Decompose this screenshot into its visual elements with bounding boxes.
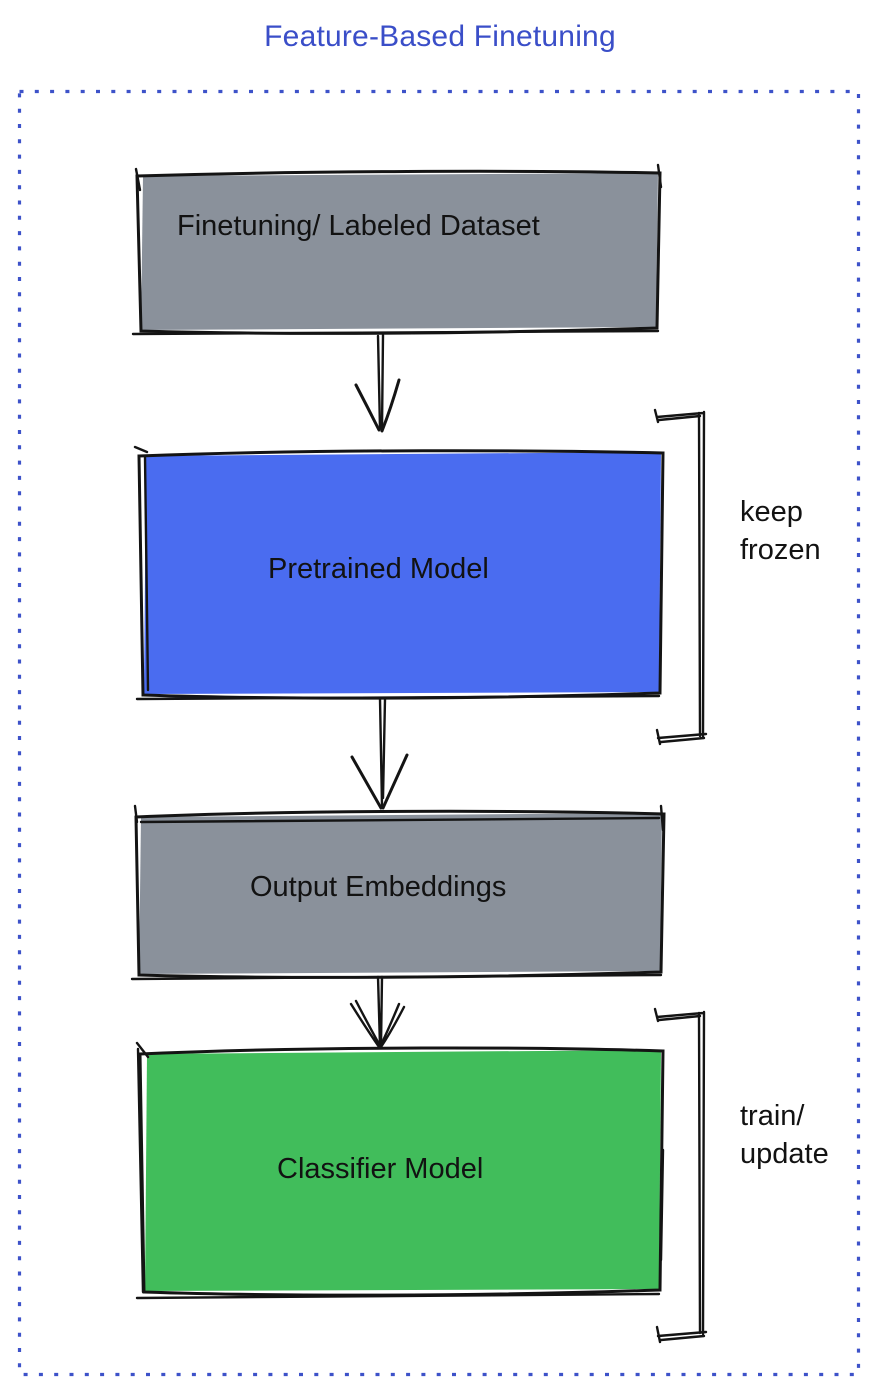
box-output-embeddings-sketch-strokes bbox=[130, 804, 665, 981]
bracket-train-update bbox=[653, 1007, 708, 1344]
box-pretrained-model-fill bbox=[144, 452, 661, 694]
box-output-embeddings bbox=[130, 804, 666, 981]
arrow-embeddings-to-classifier bbox=[349, 975, 406, 1049]
arrow-1-head bbox=[354, 378, 401, 433]
arrow-2-head bbox=[350, 753, 409, 810]
label-classifier-model: Classifier Model bbox=[277, 1153, 484, 1185]
arrow-3-head bbox=[349, 999, 406, 1049]
box-pretrained-model-sketch-strokes bbox=[133, 445, 661, 701]
dashed-frame bbox=[17, 89, 861, 1377]
arrow-pretrained-to-embeddings bbox=[350, 697, 409, 810]
label-pretrained-model: Pretrained Model bbox=[268, 553, 489, 585]
box-classifier-model-fill bbox=[145, 1050, 661, 1291]
box-pretrained-model bbox=[133, 445, 665, 701]
box-classifier-model-sketch-strokes bbox=[135, 1041, 665, 1300]
annotation-keep-frozen-line-2: frozen bbox=[740, 533, 821, 566]
bracket-keep-frozen-strokes bbox=[653, 408, 708, 746]
annotation-train-update-line-2: update bbox=[740, 1137, 829, 1170]
box-output-embeddings-fill bbox=[139, 813, 662, 974]
annotation-keep-frozen: keep frozen bbox=[740, 494, 821, 569]
arrow-dataset-to-pretrained bbox=[354, 333, 401, 433]
arrow-1-shaft bbox=[376, 333, 385, 431]
annotation-keep-frozen-line-1: keep bbox=[740, 496, 803, 528]
bracket-train-update-strokes bbox=[653, 1007, 708, 1344]
annotation-train-update-line-1: train/ bbox=[740, 1100, 805, 1132]
box-finetuning-dataset-fill bbox=[141, 173, 658, 330]
box-finetuning-dataset-sketch-strokes bbox=[131, 163, 663, 336]
box-classifier-model-outline bbox=[138, 1046, 665, 1297]
box-finetuning-dataset bbox=[131, 163, 663, 336]
arrow-3-shaft bbox=[376, 975, 384, 1048]
bracket-keep-frozen bbox=[653, 408, 708, 746]
label-output-embeddings: Output Embeddings bbox=[250, 871, 507, 903]
annotation-train-update: train/ update bbox=[740, 1098, 829, 1173]
box-classifier-model bbox=[135, 1041, 665, 1300]
label-finetuning-dataset: Finetuning/ Labeled Dataset bbox=[177, 210, 540, 242]
diagram-title: Feature-Based Finetuning bbox=[264, 20, 616, 53]
arrow-2-shaft bbox=[378, 697, 387, 808]
